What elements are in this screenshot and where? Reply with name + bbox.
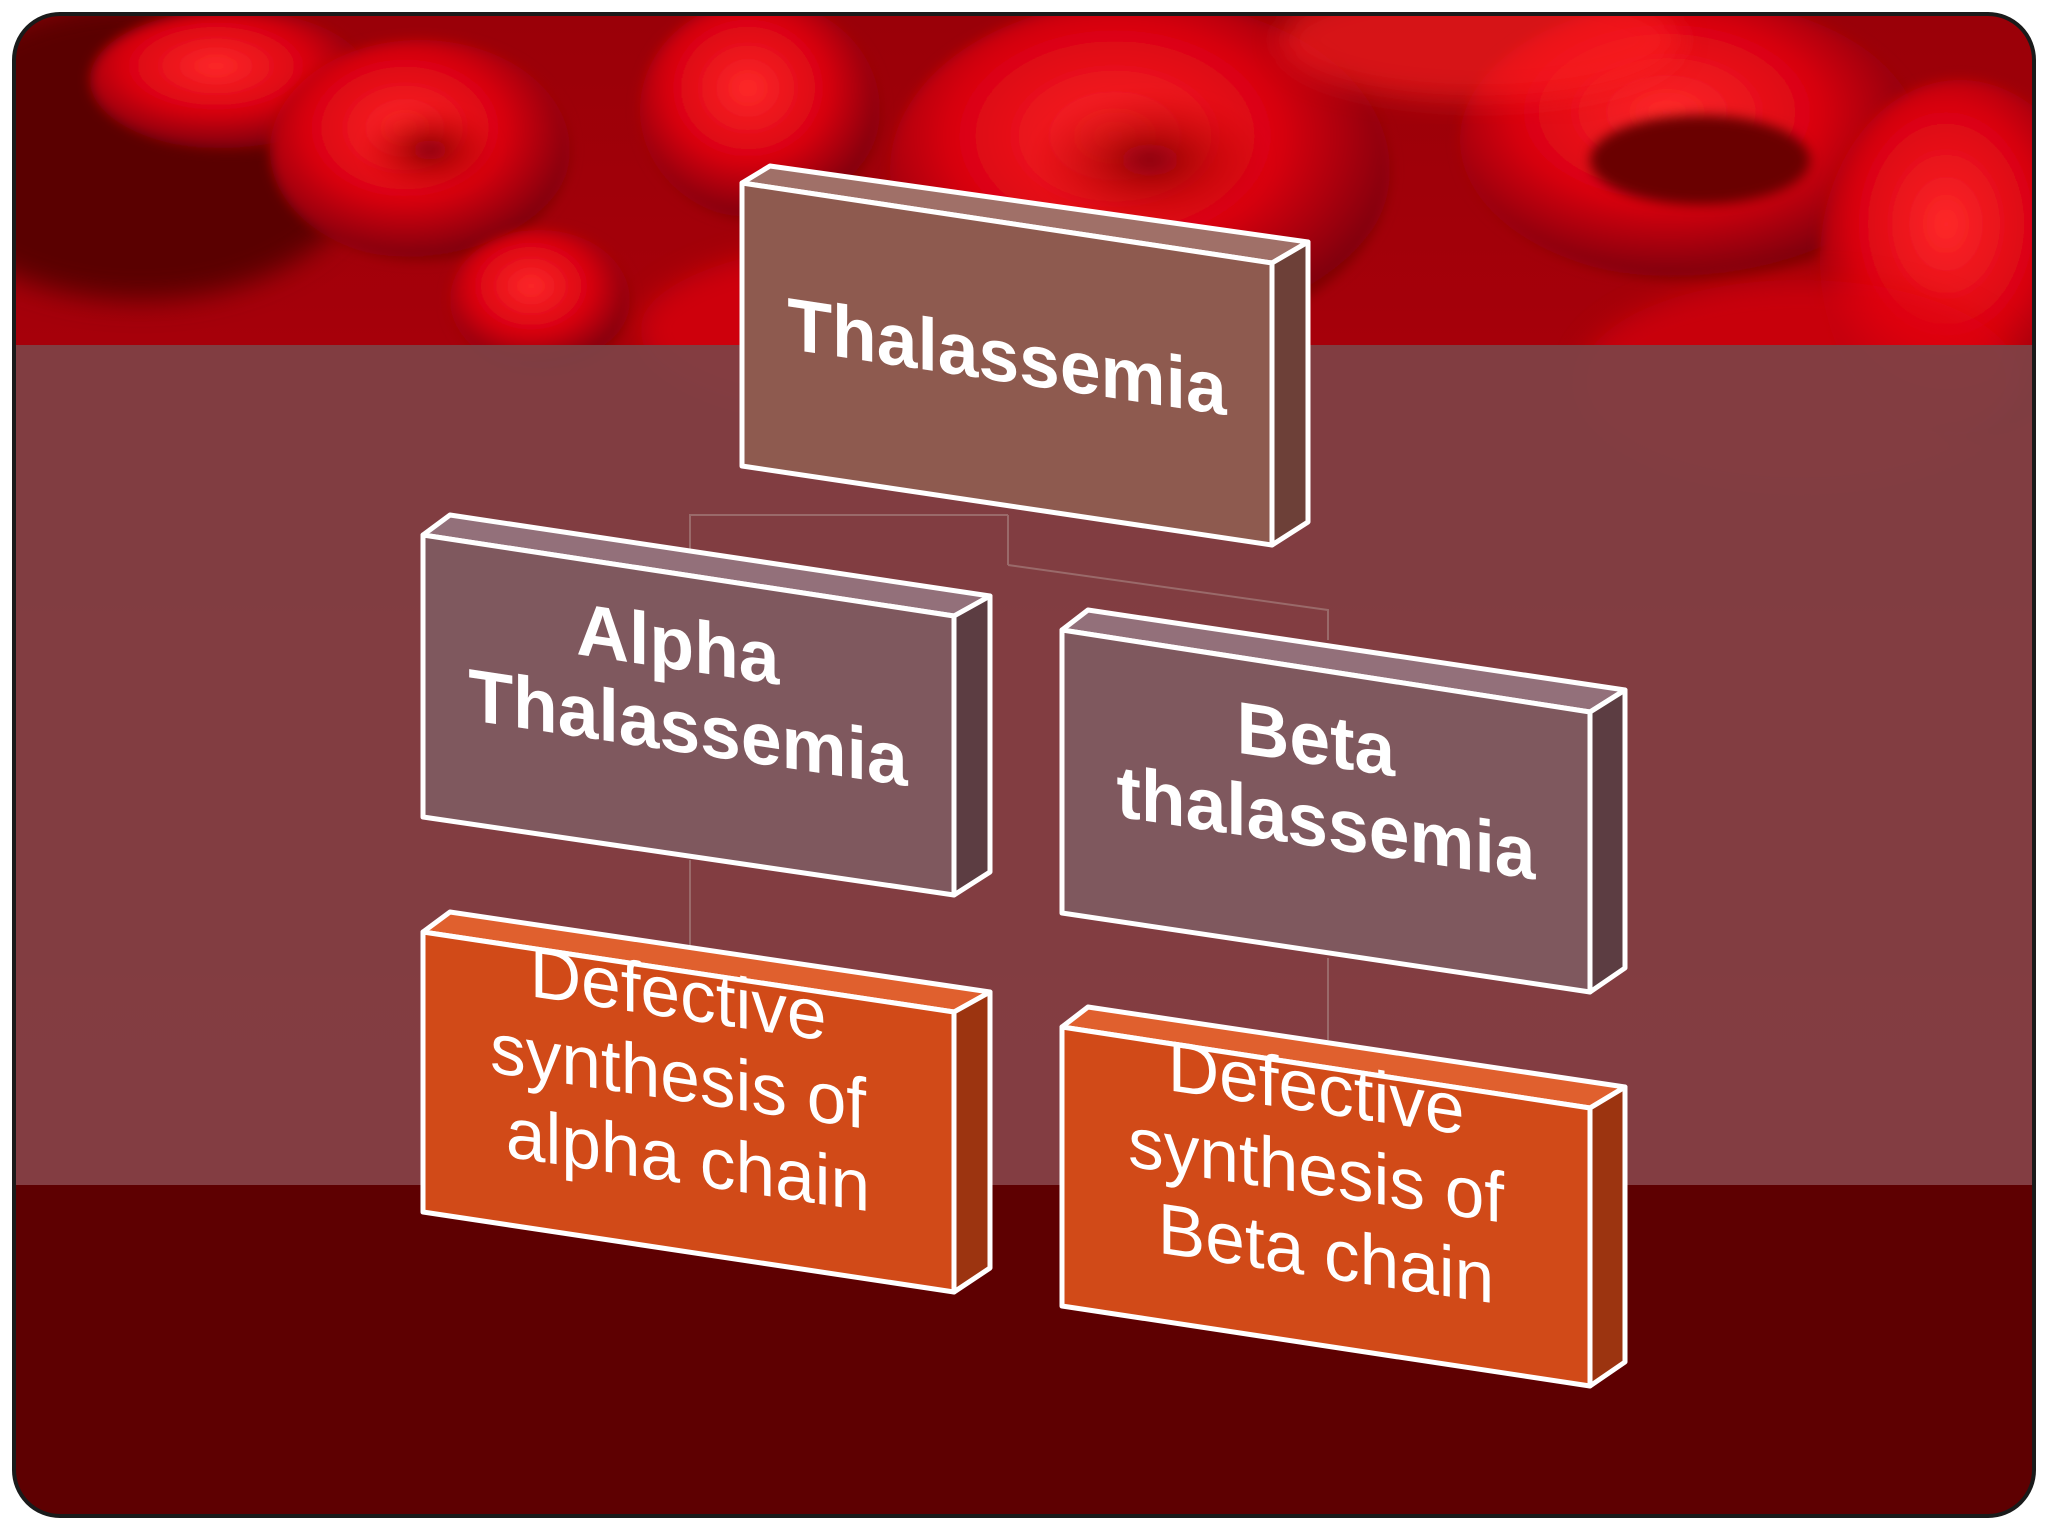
slide-border (12, 12, 2036, 1518)
alpha-detail-box: Defective synthesis of alpha chain (420, 909, 993, 1295)
root-box: Thalassemia (739, 163, 1311, 548)
beta-box: Beta thalassemia (1059, 607, 1628, 995)
alpha-box: Alpha Thalassemia (420, 512, 993, 898)
connectors (689, 514, 1329, 1040)
bottom-band (14, 1185, 2034, 1516)
beta-detail-box: Defective synthesis of Beta chain (1059, 1004, 1628, 1389)
connector-root-beta (1007, 564, 1329, 640)
connector-root-alpha (689, 514, 1008, 550)
